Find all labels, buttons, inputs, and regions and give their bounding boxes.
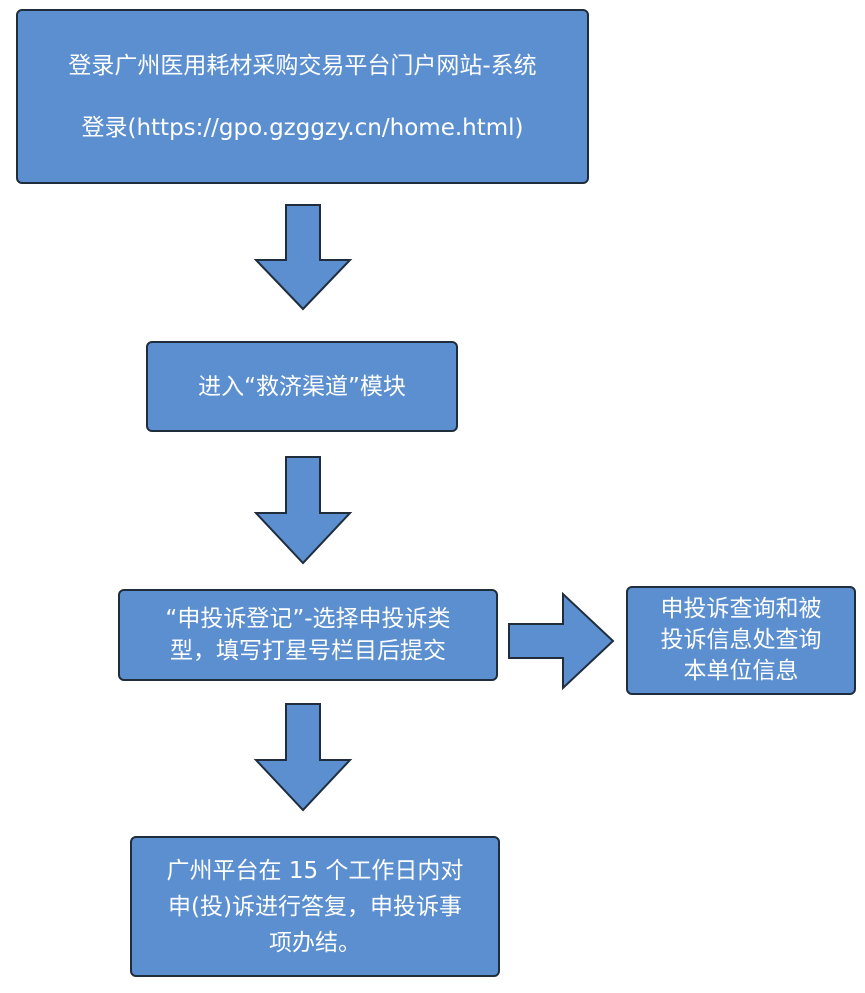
register-complaint-step-box: “申投诉登记”-选择申投诉类 型，填写打星号栏目后提交 (118, 589, 498, 681)
reply-result-step-box: 广州平台在 15 个工作日内对 申(投)诉进行答复，申投诉事 项办结。 (130, 836, 500, 977)
arrow-down-icon-3 (253, 703, 353, 812)
query-text-line-2: 投诉信息处查询 (660, 627, 822, 653)
arrow-down-icon-1 (253, 204, 353, 311)
arrow-down-icon-2 (253, 456, 353, 565)
register-step-text-line-1: “申投诉登记”-选择申投诉类 (165, 606, 451, 632)
query-text-line-3: 本单位信息 (683, 658, 799, 684)
enter-module-step-text: 进入“救济渠道”模块 (198, 373, 406, 400)
arrow-right-icon (508, 591, 615, 691)
result-text-line-3: 项办结。 (269, 929, 361, 956)
enter-module-step-box: 进入“救济渠道”模块 (146, 341, 458, 432)
query-info-box: 申投诉查询和被 投诉信息处查询 本单位信息 (626, 586, 856, 695)
login-step-text-line-2: 登录(https://gpo.gzggzy.cn/home.html) (81, 114, 524, 141)
result-text-line-2: 申(投)诉进行答复，申投诉事 (168, 893, 462, 920)
register-step-text-line-2: 型，填写打星号栏目后提交 (170, 638, 446, 664)
login-step-text-line-1: 登录广州医用耗材采购交易平台门户网站-系统 (68, 52, 537, 79)
login-step-box: 登录广州医用耗材采购交易平台门户网站-系统 登录(https://gpo.gzg… (16, 9, 589, 184)
result-text-line-1: 广州平台在 15 个工作日内对 (166, 857, 464, 884)
query-text-line-1: 申投诉查询和被 (660, 596, 822, 622)
